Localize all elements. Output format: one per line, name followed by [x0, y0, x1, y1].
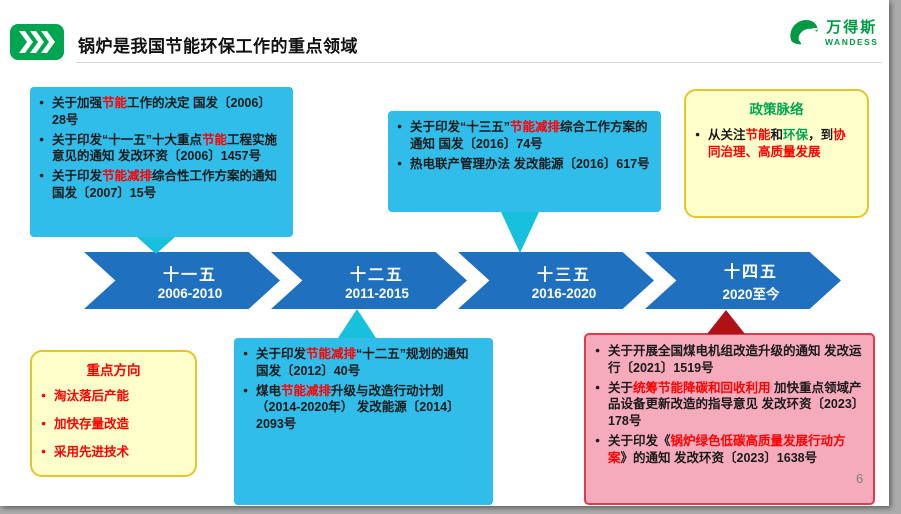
policy-item: 煤电节能减排升级与改造行动计划（2014-2020年） 发改能源〔2014〕20…	[243, 383, 484, 433]
callout-plan12: 关于印发节能减排“十二五”规划的通知 国发〔2012〕40号 煤电节能减排升级与…	[234, 338, 493, 505]
policy-item: 关于印发《锅炉绿色低碳高质量发展行动方案》的通知 发改环资〔2023〕1638号	[595, 433, 864, 467]
policy-item: 关于印发节能减排综合性工作方案的通知 国发〔2007〕15号	[39, 168, 284, 202]
timeline-arrow-plan11: 十一五 2006-2010	[84, 252, 280, 309]
policy-item: 关于印发“十三五”节能减排综合工作方案的通知 国发〔2016〕74号	[397, 119, 652, 153]
policy-item: 关于开展全国煤电机组改造升级的通知 发改运行〔2021〕1519号	[595, 343, 864, 377]
logo-name: 万得斯	[826, 19, 878, 36]
policy-item: 关于印发节能减排“十二五”规划的通知 国发〔2012〕40号	[243, 346, 484, 380]
connector-triangle-down-plan11	[137, 237, 175, 254]
callout-plan11: 关于加强节能工作的决定 国发〔2006〕28号 关于印发“十一五”十大重点节能工…	[30, 87, 293, 237]
period-name: 十三五	[536, 266, 591, 284]
policy-list-plan12: 关于印发节能减排“十二五”规划的通知 国发〔2012〕40号 煤电节能减排升级与…	[243, 346, 484, 433]
period-name: 十一五	[162, 266, 217, 284]
callout-plan13: 关于印发“十三五”节能减排综合工作方案的通知 国发〔2016〕74号 热电联产管…	[388, 111, 661, 212]
policy-item: 关于加强节能工作的决定 国发〔2006〕28号	[39, 95, 284, 129]
policy-item: 从关注节能和环保，到协同治理、高质量发展	[695, 127, 858, 161]
logo-latin: WANDESS	[825, 37, 879, 47]
policy-item: 热电联产管理办法 发改能源〔2016〕617号	[397, 156, 652, 173]
key-directions-list: 淘汰落后产能 加快存量改造 采用先进技术	[41, 388, 186, 460]
period-years: 2016-2020	[531, 285, 597, 301]
connector-triangle-up-plan14	[707, 310, 745, 334]
connector-triangle-up-plan12	[338, 309, 376, 338]
wandess-logo-text: 万得斯 WANDESS	[825, 16, 878, 47]
policy-item: 淘汰落后产能	[41, 388, 186, 405]
period-name: 十二五	[349, 266, 404, 284]
title-divider	[76, 62, 882, 63]
wandess-leaf-icon	[790, 19, 818, 44]
period-name: 十四五	[723, 264, 778, 281]
policy-item: 采用先进技术	[41, 444, 186, 461]
policy-item: 关于印发“十一五”十大重点节能工程实施意见的通知 发改环资〔2006〕1457号	[39, 132, 284, 166]
period-years: 2020至今	[722, 287, 780, 302]
triple-chevron-icon	[19, 31, 55, 53]
timeline-arrow-plan13: 十三五 2016-2020	[458, 252, 654, 309]
callout-policy-context: 政策脉络 从关注节能和环保，到协同治理、高质量发展	[684, 89, 869, 218]
policy-list-plan14: 关于开展全国煤电机组改造升级的通知 发改运行〔2021〕1519号 关于统筹节能…	[595, 343, 864, 466]
policy-list-plan13: 关于印发“十三五”节能减排综合工作方案的通知 国发〔2016〕74号 热电联产管…	[397, 119, 652, 172]
callout-plan14: 关于开展全国煤电机组改造升级的通知 发改运行〔2021〕1519号 关于统筹节能…	[584, 333, 875, 505]
chevron-badge	[10, 24, 64, 60]
policy-list-plan11: 关于加强节能工作的决定 国发〔2006〕28号 关于印发“十一五”十大重点节能工…	[39, 95, 284, 202]
policy-context-title: 政策脉络	[749, 102, 804, 117]
key-directions-title: 重点方向	[86, 363, 141, 378]
wandess-logo: 万得斯 WANDESS	[786, 16, 878, 47]
callout-key-directions: 重点方向 淘汰落后产能 加快存量改造 采用先进技术	[30, 350, 197, 477]
period-years: 2011-2015	[345, 285, 409, 301]
policy-item: 关于统筹节能降碳和回收利用 加快重点领域产品设备更新改造的指导意见 发改环资〔2…	[595, 380, 864, 430]
page-number: 6	[856, 471, 864, 486]
policy-context-list: 从关注节能和环保，到协同治理、高质量发展	[695, 127, 858, 161]
timeline-arrow-plan12: 十二五 2011-2015	[271, 252, 467, 309]
policy-item: 加快存量改造	[41, 416, 186, 433]
connector-triangle-down-plan13	[501, 212, 539, 253]
slide: 锅炉是我国节能环保工作的重点领域 万得斯 WANDESS 关于加强节能工作的决定…	[0, 0, 889, 506]
slide-title: 锅炉是我国节能环保工作的重点领域	[78, 37, 358, 56]
timeline-arrow-plan14: 十四五 2020至今	[645, 252, 841, 309]
period-years: 2006-2010	[157, 285, 223, 301]
